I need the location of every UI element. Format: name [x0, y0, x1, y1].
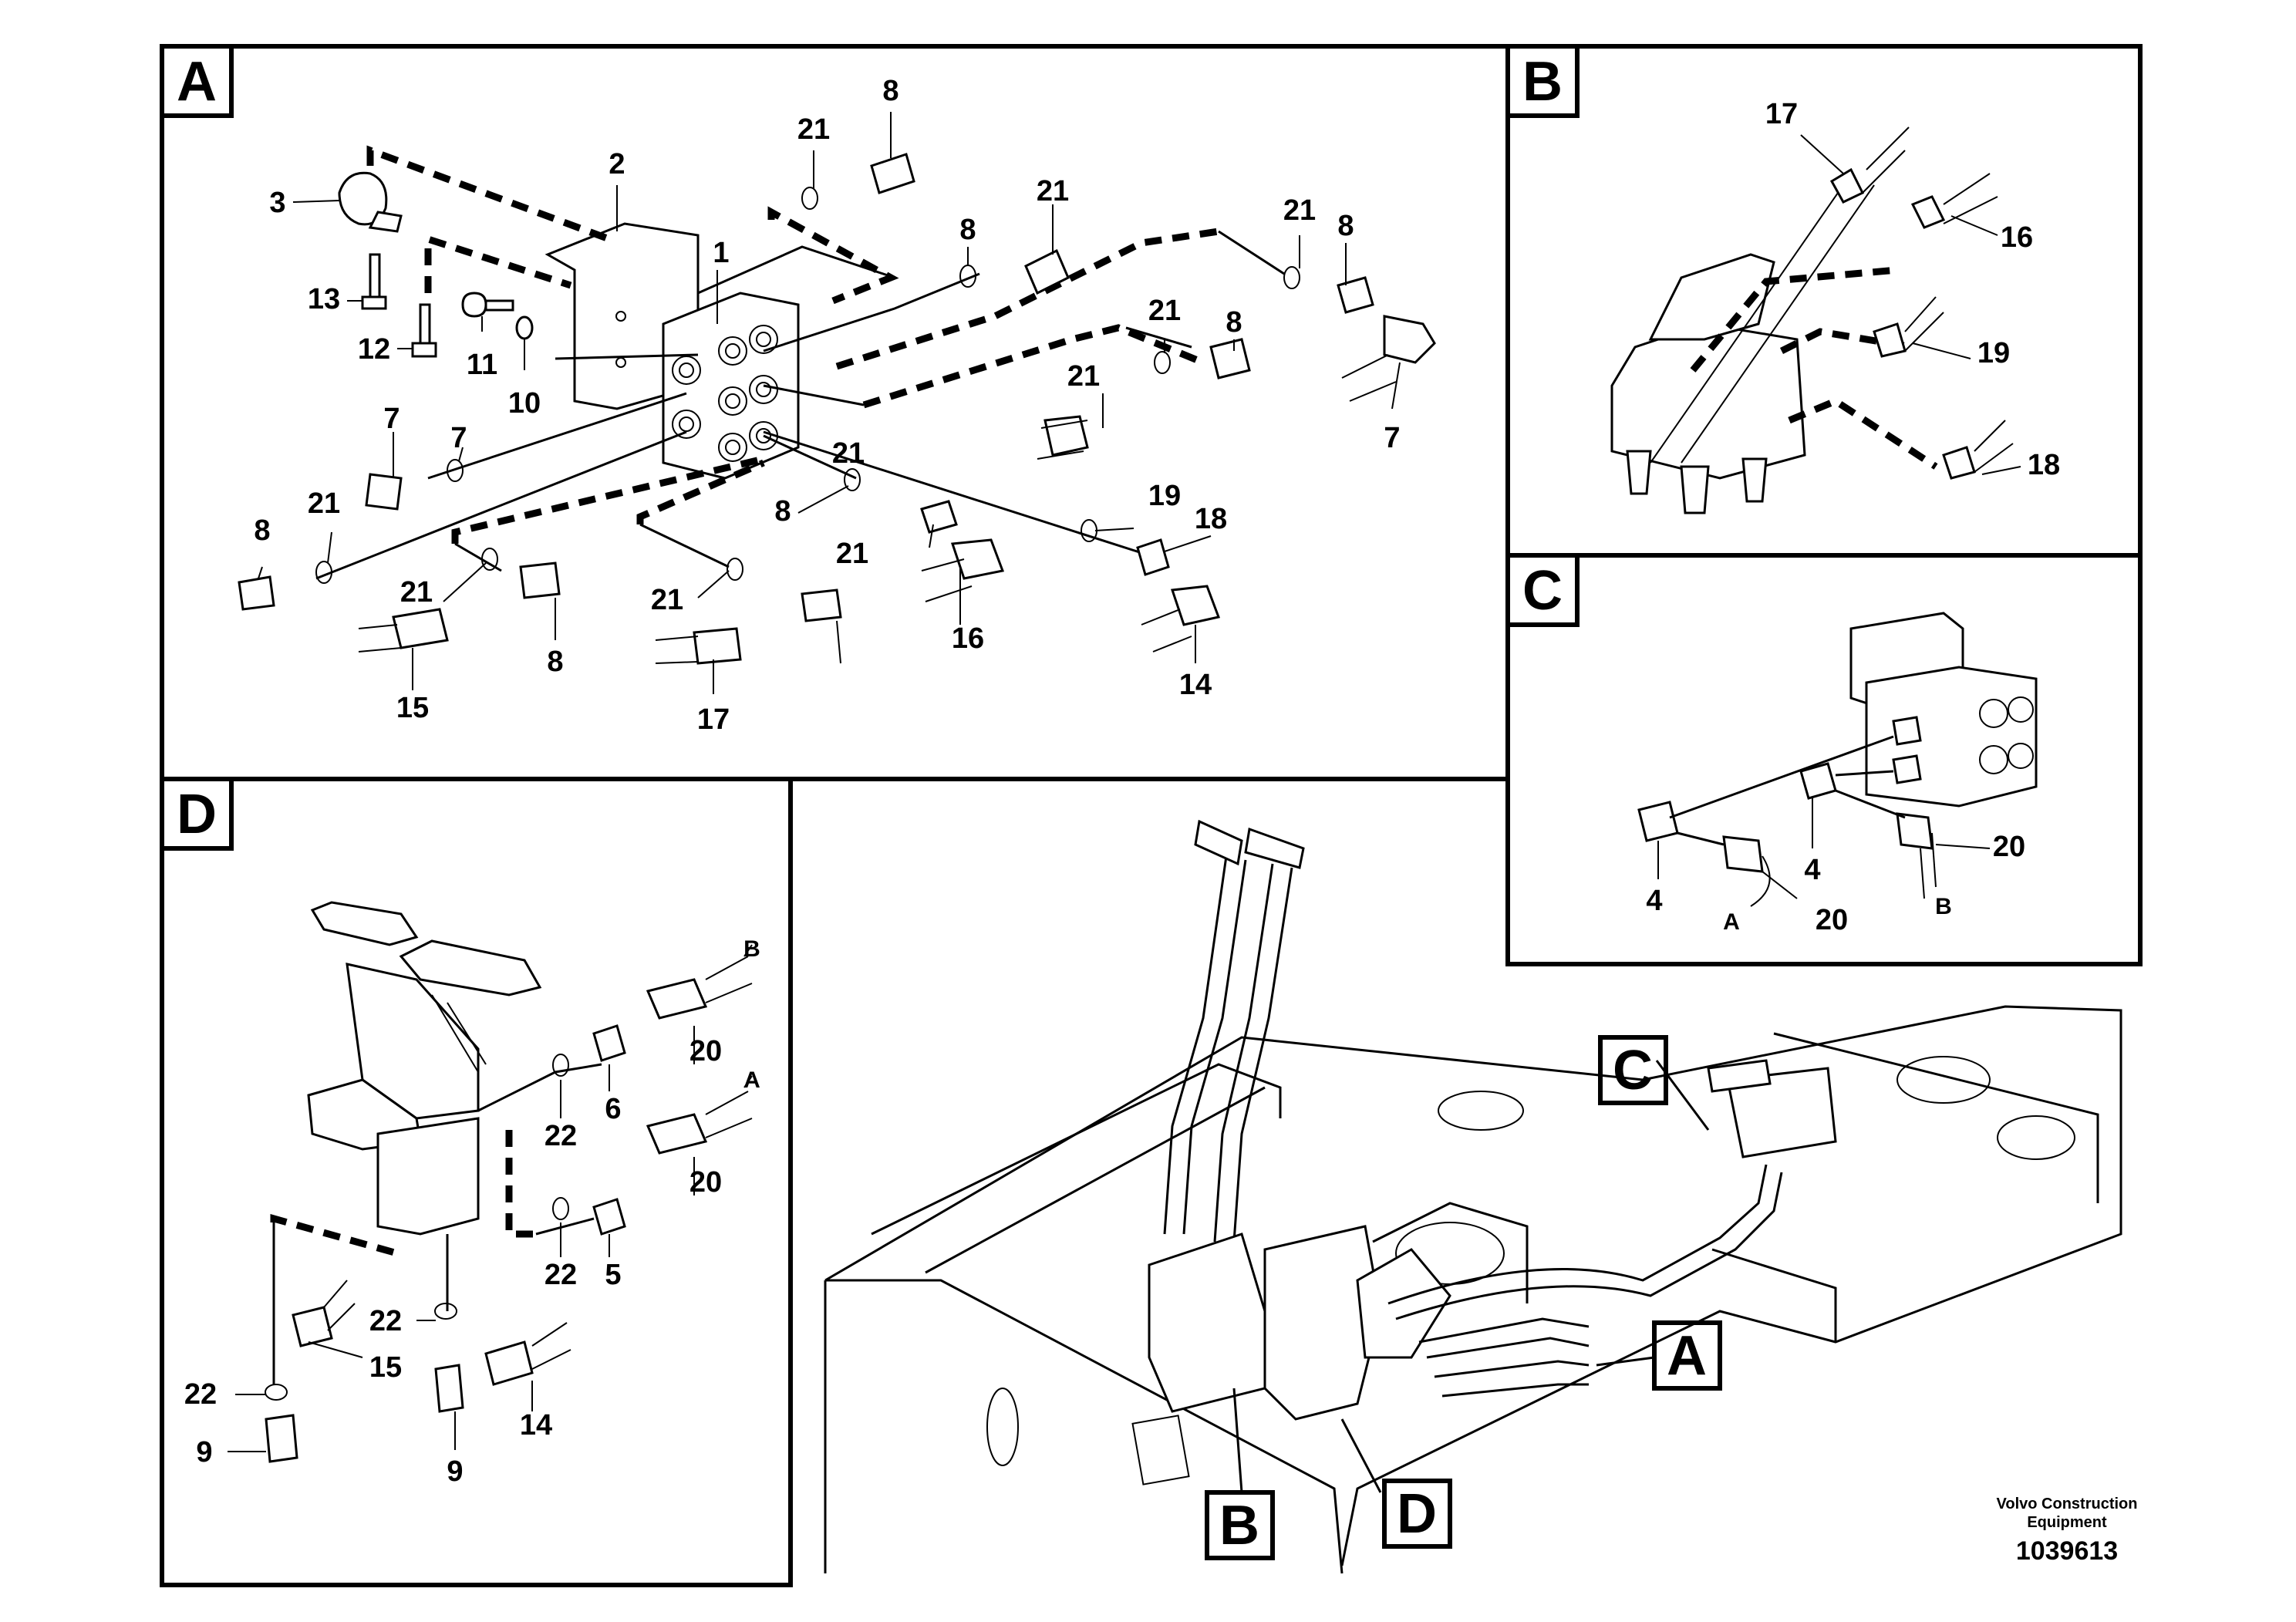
callout-a: 21 [308, 487, 340, 520]
callout-a: 19 [1148, 480, 1181, 512]
callout-c: 4 [1646, 885, 1662, 917]
callout-d: 22 [544, 1259, 577, 1291]
callout-d: 22 [184, 1378, 217, 1411]
panel-b-drawing: 17 16 19 18 [1610, 98, 2060, 514]
callout-a: 21 [832, 437, 865, 470]
overview-ref-b-letter: B [1219, 1495, 1259, 1556]
panel-b-letter: B [1522, 51, 1563, 113]
brand-line-2: Equipment [2027, 1514, 2107, 1531]
callout-a: 2 [609, 148, 625, 180]
overview-drawing [824, 819, 2122, 1574]
callout-a: 7 [450, 422, 467, 454]
callout-b: 19 [1977, 337, 2010, 369]
callout-a: 12 [358, 333, 390, 366]
callout-a: 8 [1337, 210, 1354, 242]
callout-d: 6 [605, 1093, 621, 1125]
callout-a: 18 [1195, 503, 1227, 535]
callout-a: 10 [508, 387, 541, 420]
panel-c-frame [1505, 553, 2143, 966]
callout-a: 17 [697, 703, 730, 736]
callout-a: 7 [383, 403, 400, 435]
callout-a: 21 [1067, 360, 1100, 393]
panel-a-label: A [160, 44, 234, 118]
callout-a: 21 [651, 584, 683, 616]
callout-a: 21 [1283, 194, 1316, 227]
callout-d: 20 [689, 1166, 722, 1199]
callout-d: 22 [544, 1120, 577, 1152]
callout-d: 9 [196, 1436, 212, 1469]
overview-ref-a: A [1652, 1320, 1722, 1391]
callout-a: 21 [400, 576, 433, 609]
port-label-c: B [1935, 894, 1952, 919]
callout-a: 1 [713, 237, 729, 269]
panel-d-label: D [160, 777, 234, 851]
callout-d: B [743, 936, 760, 962]
callout-a: 3 [269, 187, 285, 219]
callout-a: 8 [547, 646, 563, 678]
panel-d-drawing: B 20 6 22 A 20 5 22 22 15 22 9 9 14 [184, 901, 760, 1488]
callout-a: 8 [882, 75, 899, 107]
callout-d: 22 [369, 1305, 402, 1337]
panel-d-frame [160, 777, 793, 1587]
callout-d: 15 [369, 1351, 402, 1384]
panel-c-letter: C [1522, 560, 1563, 622]
callout-a: 21 [797, 113, 830, 146]
callout-a: 8 [959, 214, 976, 246]
panel-b-label: B [1505, 44, 1580, 118]
callout-d: 5 [605, 1259, 621, 1291]
callout-a: 15 [396, 692, 429, 724]
overview-ref-c: C [1598, 1035, 1668, 1105]
overview-ref-b: B [1205, 1490, 1275, 1560]
callout-a: 8 [254, 514, 270, 547]
callout-c: 4 [1804, 854, 1820, 886]
callout-a: 13 [308, 283, 340, 315]
panel-c-drawing: 20 4 4 20 A B [1637, 612, 2038, 936]
port-label-c: A [1723, 909, 1740, 935]
callout-a: 21 [836, 538, 868, 570]
overview-ref-a-letter: A [1667, 1325, 1707, 1387]
overview-ref-c-letter: C [1613, 1040, 1653, 1101]
callout-a: 21 [1148, 295, 1181, 327]
panel-a-frame [160, 44, 1510, 781]
callout-b: 16 [2001, 221, 2033, 254]
panel-a-letter: A [177, 51, 217, 113]
callout-b: 17 [1765, 98, 1798, 130]
callout-a: 11 [467, 349, 497, 381]
callout-a: 21 [1037, 175, 1069, 207]
panel-c-label: C [1505, 553, 1580, 627]
overview-ref-d-letter: D [1397, 1483, 1437, 1545]
callout-a: 16 [952, 622, 984, 655]
callout-a: 8 [1226, 306, 1242, 339]
callout-d: 20 [689, 1035, 722, 1067]
callout-a: 7 [1384, 422, 1400, 454]
callout-a: 8 [774, 495, 791, 528]
callout-d: 14 [520, 1409, 552, 1442]
callout-c: 20 [1993, 831, 2025, 863]
callout-c: 20 [1816, 904, 1848, 936]
panel-a-drawing: 1 2 3 13 12 11 10 8 21 8 21 21 8 21 8 21… [238, 75, 1436, 736]
panel-d-letter: D [177, 784, 217, 845]
callout-d: 9 [447, 1455, 463, 1488]
brand-line-1: Volvo Construction [1997, 1496, 2138, 1512]
callout-b: 18 [2028, 449, 2060, 481]
overview-ref-d: D [1382, 1479, 1452, 1549]
callout-d: A [743, 1067, 760, 1093]
document-number: 1039613 [2016, 1536, 2118, 1566]
callout-a: 14 [1179, 669, 1212, 701]
